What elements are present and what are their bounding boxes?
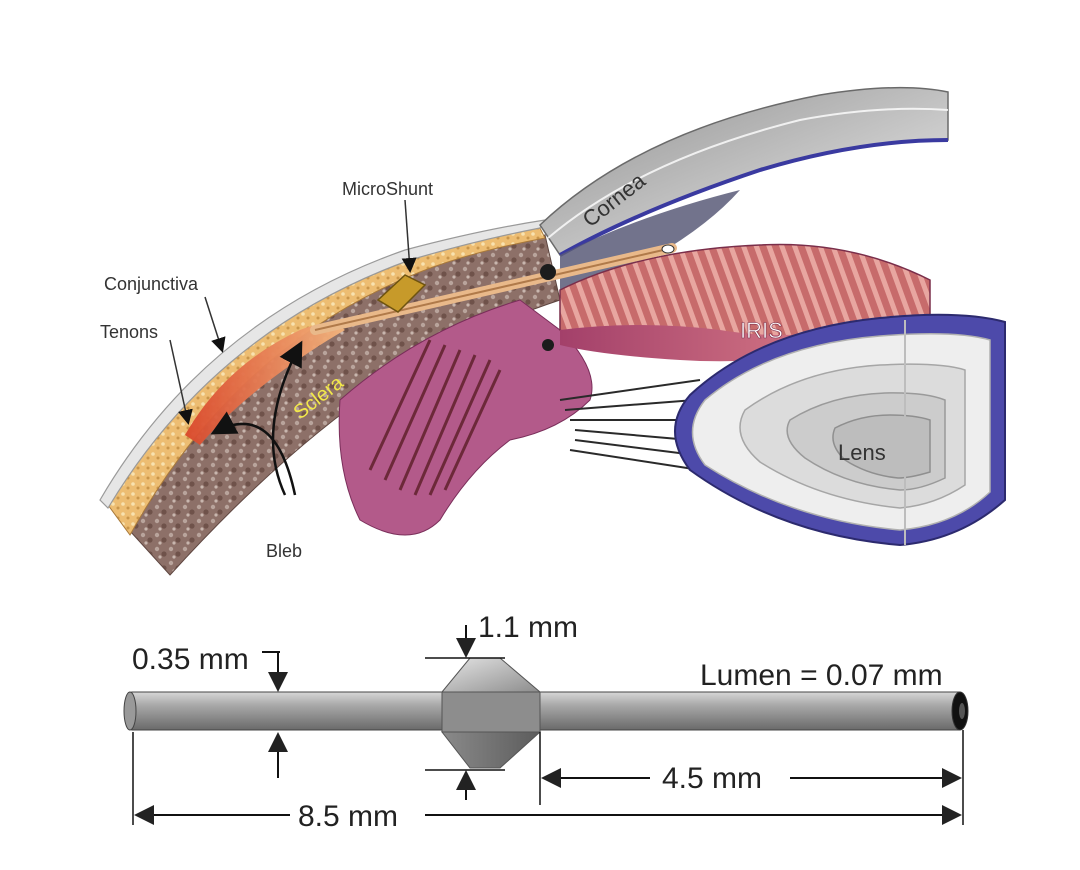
label-bleb: Bleb [266, 541, 302, 561]
schlemm-canal [540, 264, 556, 280]
bleb-flow-arrow [271, 340, 303, 496]
label-lens: Lens [838, 440, 886, 465]
conjunctiva-layer [99, 219, 547, 509]
label-microshunt: MicroShunt [342, 179, 433, 199]
shunt-fin-bottom [440, 731, 542, 769]
cornea [539, 86, 949, 256]
cornea-inner-edge [559, 138, 949, 257]
bleb-flow-arrow-2 [210, 411, 297, 496]
cornea-layer-line [547, 107, 949, 239]
shunt-fin-face [441, 691, 541, 733]
shunt-proximal-end [123, 691, 137, 731]
label-tenons: Tenons [100, 322, 158, 342]
shunt-tube [127, 691, 964, 731]
anatomy-illustration: MicroShunt Conjunctiva Tenons Cornea IRI… [99, 86, 1006, 576]
dim-diameter-label: 0.35 mm [132, 643, 249, 676]
dim-lumen-label: Lumen = 0.07 mm [700, 659, 943, 692]
label-conjunctiva: Conjunctiva [104, 274, 199, 294]
leader-conjunctiva [204, 296, 226, 353]
device-drawing: 0.35 mm 1.1 mm Lumen = 0.07 mm 4.5 mm 8.… [123, 611, 969, 833]
label-iris: IRIS [740, 318, 783, 343]
shunt-fin-top [440, 657, 542, 693]
dim-fin-label: 1.1 mm [478, 611, 578, 644]
dim-distal-label: 4.5 mm [662, 762, 762, 795]
leader-microshunt [401, 199, 417, 273]
microshunt-fin [376, 274, 427, 313]
dim-total-label: 8.5 mm [298, 800, 398, 833]
ciliary-fibers [368, 339, 502, 496]
lens [674, 313, 1006, 547]
zonule-fibers [559, 379, 701, 471]
leader-tenons [169, 339, 193, 425]
